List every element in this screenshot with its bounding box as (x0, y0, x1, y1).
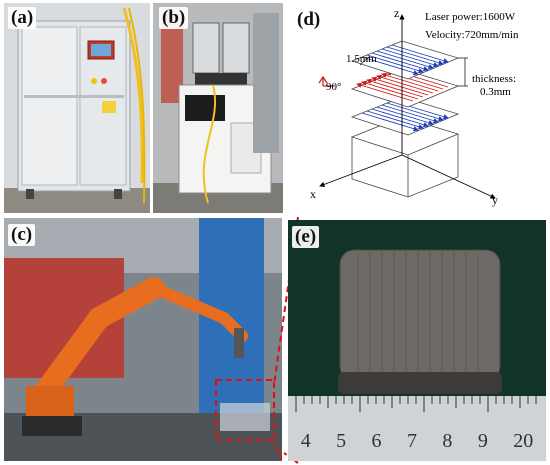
axes (319, 14, 496, 199)
laser-cabinet-illustration (4, 3, 150, 213)
velocity-text: Velocity:720mm/min (425, 29, 519, 41)
angle-label: 90° (326, 81, 342, 93)
ruler-number: 20 (513, 429, 534, 452)
rotation-indicator (318, 75, 335, 87)
panel-b-powder-feeder: (b) (153, 3, 283, 213)
ruler-numbers: 4 5 6 7 8 9 20 (288, 426, 546, 456)
spacing-label: 1.5mm (346, 53, 377, 65)
panel-e-printed-sample: 4 5 6 7 8 9 20 (e) (288, 220, 546, 461)
panel-label-a: (a) (8, 7, 37, 29)
panel-label-c: (c) (8, 224, 36, 246)
panel-label-d: (d) (297, 9, 321, 30)
axis-label-y: y (492, 193, 498, 207)
ruler-ticks (295, 396, 537, 412)
thickness-bracket (458, 57, 468, 87)
ruler-number: 7 (406, 429, 417, 452)
panel-d-scan-strategy-diagram: (d) z x y Laser power:1600W Velocity:720… (290, 3, 548, 213)
panel-c-robot-cell: (c) (4, 218, 282, 461)
spacing-pointer (359, 55, 371, 66)
axis-label-x: x (310, 187, 316, 201)
ruler-number: 8 (442, 429, 453, 452)
ruler-number: 6 (371, 429, 382, 452)
scan-strategy-svg (318, 14, 496, 199)
layer-bottom (350, 96, 460, 136)
panel-label-e: (e) (292, 226, 320, 248)
sample-photo-illustration (288, 220, 546, 461)
powder-feeder-illustration (153, 3, 283, 213)
panel-label-b: (b) (159, 7, 189, 29)
ruler-number: 5 (336, 429, 347, 452)
robot-arm-illustration (4, 218, 282, 461)
thickness-value: 0.3mm (480, 86, 511, 98)
ruler-number: 9 (477, 429, 488, 452)
ruler-number: 4 (300, 429, 311, 452)
axis-label-z: z (394, 6, 400, 20)
thickness-label: thickness: (472, 73, 516, 85)
laser-power-text: Laser power:1600W (425, 11, 516, 23)
panel-a-laser-unit: (a) (4, 3, 150, 213)
